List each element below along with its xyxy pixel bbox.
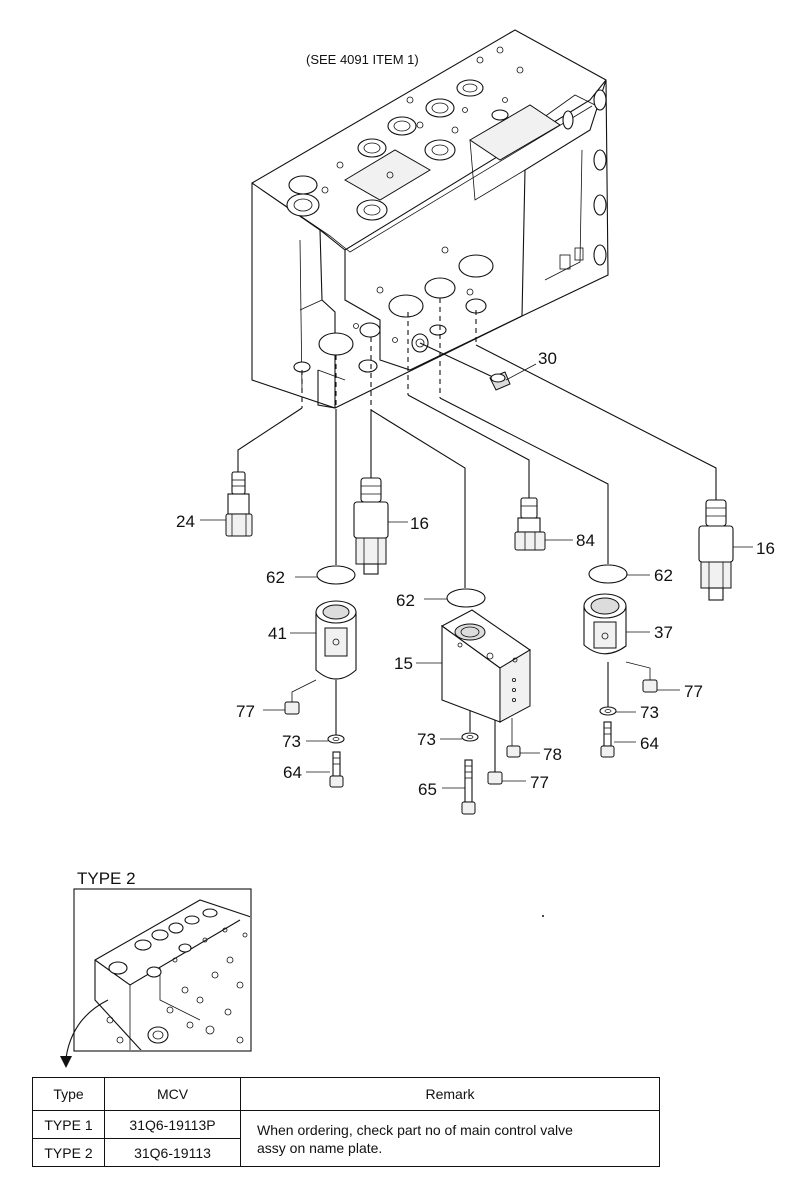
callout-77-left: 77 <box>236 702 255 721</box>
plug-30 <box>489 363 537 391</box>
main-control-valve-block <box>251 29 609 409</box>
cartridge-16-left <box>353 477 408 575</box>
table-cell-remark: When ordering, check part no of main con… <box>240 1110 660 1167</box>
type-mcv-table: Type MCV Remark TYPE 1 31Q6-19113P When … <box>32 1077 660 1167</box>
callout-62-middle: 62 <box>396 591 415 610</box>
table-cell-type: TYPE 1 <box>32 1110 105 1139</box>
table-cell-mcv: 31Q6-19113P <box>104 1110 241 1139</box>
cover-37 <box>583 593 651 680</box>
table-cell-mcv: 31Q6-19113 <box>104 1138 241 1167</box>
plugs-77-78 <box>263 679 680 785</box>
callout-37: 37 <box>654 623 673 642</box>
callout-73-middle: 73 <box>417 730 436 749</box>
callout-30: 30 <box>538 349 557 368</box>
callout-73-left: 73 <box>282 732 301 751</box>
callout-77-bottom: 77 <box>530 773 549 792</box>
callout-73-right: 73 <box>640 703 659 722</box>
reference-note: (SEE 4091 ITEM 1) <box>306 52 419 67</box>
callout-labels: 30 24 16 84 16 62 62 62 41 15 37 77 77 7… <box>176 349 775 799</box>
table-header-type: Type <box>32 1077 105 1111</box>
cartridge-16-right <box>698 499 753 601</box>
bolts-64-65 <box>306 721 636 815</box>
callout-78: 78 <box>543 745 562 764</box>
callout-62-left: 62 <box>266 568 285 587</box>
table-row: TYPE 2 31Q6-19113 <box>32 1138 660 1167</box>
table-header-mcv: MCV <box>104 1077 241 1111</box>
washers-73 <box>306 706 636 744</box>
table-header-remark: Remark <box>240 1077 660 1111</box>
remark-line-2: assy on name plate. <box>257 1139 383 1156</box>
callout-64-right: 64 <box>640 734 659 753</box>
callout-84: 84 <box>576 531 595 550</box>
plug-84 <box>514 497 573 551</box>
o-rings-62 <box>295 564 650 608</box>
callout-16-left: 16 <box>410 514 429 533</box>
callout-64-left: 64 <box>283 763 302 782</box>
leader-lines <box>237 342 717 772</box>
callout-65: 65 <box>418 780 437 799</box>
inset-title: TYPE 2 <box>77 869 136 888</box>
callout-41: 41 <box>268 624 287 643</box>
type2-inset <box>60 888 252 1068</box>
table-cell-type: TYPE 2 <box>32 1138 105 1167</box>
relief-valve-24 <box>200 471 253 537</box>
block-15 <box>416 609 532 723</box>
callout-24: 24 <box>176 512 195 531</box>
callout-15: 15 <box>394 654 413 673</box>
callout-16-right: 16 <box>756 539 775 558</box>
remark-line-1: When ordering, check part no of main con… <box>257 1121 573 1138</box>
cover-41 <box>290 600 357 680</box>
callout-62-right: 62 <box>654 566 673 585</box>
table-row: TYPE 1 31Q6-19113P When ordering, check … <box>32 1110 660 1167</box>
projection-lines <box>301 298 477 410</box>
callout-77-right: 77 <box>684 682 703 701</box>
